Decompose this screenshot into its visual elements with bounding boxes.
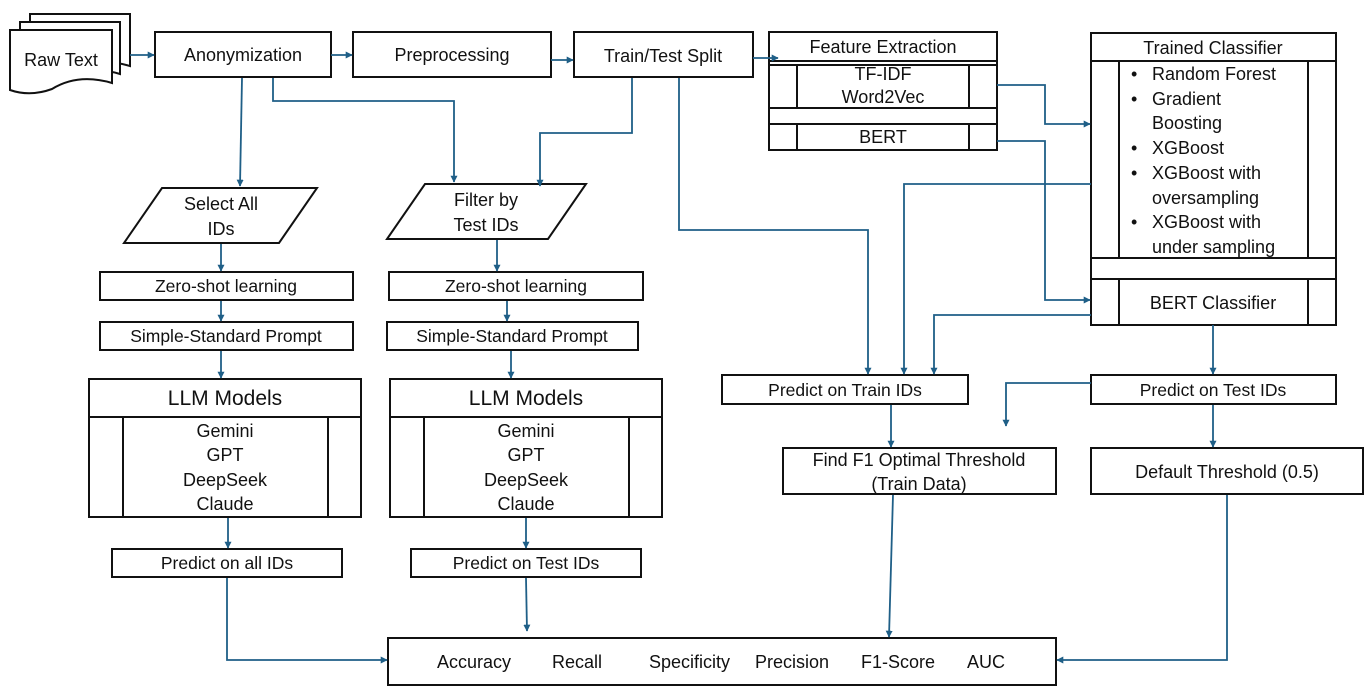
bullet-icon: •	[1131, 89, 1137, 109]
llm-models-left-title: LLM Models	[168, 387, 282, 410]
bullet-icon: •	[1131, 138, 1137, 158]
default-threshold-node: Default Threshold (0.5)	[1090, 447, 1364, 495]
select-all-label-1: Select All	[184, 194, 258, 214]
f1-threshold-label-1: Find F1 Optimal Threshold	[813, 450, 1026, 470]
predict-all-ids-label: Predict on all IDs	[161, 553, 294, 573]
arrow-default-to-metrics	[1056, 495, 1228, 664]
f1-threshold-label-2: (Train Data)	[871, 474, 966, 494]
zero-shot-left-label: Zero-shot learning	[155, 276, 297, 296]
prompt-right-node: Simple-Standard Prompt	[386, 321, 639, 351]
default-threshold-label: Default Threshold (0.5)	[1135, 462, 1319, 482]
arrow-predict-test-llm-to-metrics	[523, 577, 531, 632]
select-all-ids-node: Select All IDs	[122, 187, 319, 244]
train-test-split-node: Train/Test Split	[573, 31, 754, 78]
arrow-anon-to-filter	[272, 78, 458, 183]
filter-test-label-2: Test IDs	[453, 215, 518, 235]
metric-precision: Precision	[755, 652, 829, 672]
arrow-split-to-filter	[536, 78, 633, 187]
select-all-label-2: IDs	[208, 219, 235, 239]
arrow-split-to-predict-train	[678, 78, 872, 375]
prompt-left-node: Simple-Standard Prompt	[99, 321, 354, 351]
feature-extraction-node: Feature Extraction TF-IDF Word2Vec BERT	[768, 31, 998, 151]
predict-test-ids-llm-label: Predict on Test IDs	[453, 553, 600, 573]
arrow-f1-to-metrics	[885, 494, 894, 638]
classifier-random-forest: Random Forest	[1152, 64, 1276, 84]
word2vec-label: Word2Vec	[842, 87, 925, 107]
predict-test-ids-ml-node: Predict on Test IDs	[1090, 374, 1337, 405]
arrow-trained-to-predict-train	[900, 183, 1091, 375]
train-test-split-label: Train/Test Split	[604, 46, 722, 66]
predict-test-ids-llm-node: Predict on Test IDs	[410, 548, 642, 578]
arrow-anon-to-selectall	[236, 77, 244, 187]
connectors	[130, 51, 1228, 664]
llm-left-claude: Claude	[196, 494, 253, 514]
zero-shot-left-node: Zero-shot learning	[99, 271, 354, 301]
classifier-oversampling: oversampling	[1152, 188, 1259, 208]
metric-specificity: Specificity	[649, 652, 730, 672]
metric-recall: Recall	[552, 652, 602, 672]
classifier-boosting: Boosting	[1152, 113, 1222, 133]
prompt-right-label: Simple-Standard Prompt	[416, 326, 608, 346]
anonymization-label: Anonymization	[184, 45, 302, 65]
preprocessing-label: Preprocessing	[394, 45, 509, 65]
zero-shot-right-node: Zero-shot learning	[388, 271, 644, 301]
tfidf-label: TF-IDF	[855, 64, 912, 84]
bert-classifier-label: BERT Classifier	[1150, 293, 1276, 313]
prompt-left-label: Simple-Standard Prompt	[130, 326, 322, 346]
raw-text-node: Raw Text	[9, 13, 131, 95]
classifier-gradient: Gradient	[1152, 89, 1221, 109]
arrow-predict-all-to-metrics	[226, 578, 388, 664]
arrow-bert-to-predict-train	[930, 314, 1091, 375]
predict-train-ids-node: Predict on Train IDs	[721, 374, 969, 405]
filter-test-label-1: Filter by	[454, 190, 518, 210]
classifier-xgboost-with-1: XGBoost with	[1152, 163, 1261, 183]
llm-right-claude: Claude	[497, 494, 554, 514]
feature-extraction-title: Feature Extraction	[809, 37, 956, 57]
bullet-icon: •	[1131, 64, 1137, 84]
classifier-xgboost-with-2: XGBoost with	[1152, 212, 1261, 232]
llm-models-left-node: LLM Models Gemini GPT DeepSeek Claude	[88, 378, 362, 518]
llm-right-deepseek: DeepSeek	[484, 470, 569, 490]
anonymization-node: Anonymization	[154, 31, 332, 78]
llm-left-gemini: Gemini	[196, 421, 253, 441]
predict-test-ids-ml-label: Predict on Test IDs	[1140, 380, 1287, 400]
metric-accuracy: Accuracy	[437, 652, 511, 672]
preprocessing-node: Preprocessing	[352, 31, 552, 78]
llm-models-right-title: LLM Models	[469, 387, 583, 410]
trained-classifier-title: Trained Classifier	[1143, 38, 1282, 58]
llm-left-deepseek: DeepSeek	[183, 470, 268, 490]
bert-feature-label: BERT	[859, 127, 907, 147]
metric-f1-score: F1-Score	[861, 652, 935, 672]
filter-test-ids-node: Filter by Test IDs	[385, 183, 588, 240]
trained-classifier-node: Trained Classifier • Random Forest • Gra…	[1090, 32, 1337, 326]
classifier-under-sampling: under sampling	[1152, 237, 1275, 257]
bullet-icon: •	[1131, 163, 1137, 183]
llm-right-gpt: GPT	[507, 445, 544, 465]
metric-auc: AUC	[967, 652, 1005, 672]
bullet-icon: •	[1131, 212, 1137, 232]
llm-models-right-node: LLM Models Gemini GPT DeepSeek Claude	[389, 378, 663, 518]
metrics-node: Accuracy Recall Specificity Precision F1…	[387, 637, 1057, 686]
llm-left-gpt: GPT	[206, 445, 243, 465]
predict-train-ids-label: Predict on Train IDs	[768, 380, 922, 400]
raw-text-label: Raw Text	[24, 50, 98, 70]
arrow-bert-to-bertclassifier	[997, 140, 1091, 304]
arrow-word2vec-to-trained	[997, 84, 1091, 128]
classifier-xgboost: XGBoost	[1152, 138, 1224, 158]
f1-optimal-threshold-node: Find F1 Optimal Threshold (Train Data)	[782, 447, 1057, 495]
predict-all-ids-node: Predict on all IDs	[111, 548, 343, 578]
llm-right-gemini: Gemini	[497, 421, 554, 441]
zero-shot-right-label: Zero-shot learning	[445, 276, 587, 296]
arrow-predict-test-to-f1	[1002, 382, 1091, 427]
